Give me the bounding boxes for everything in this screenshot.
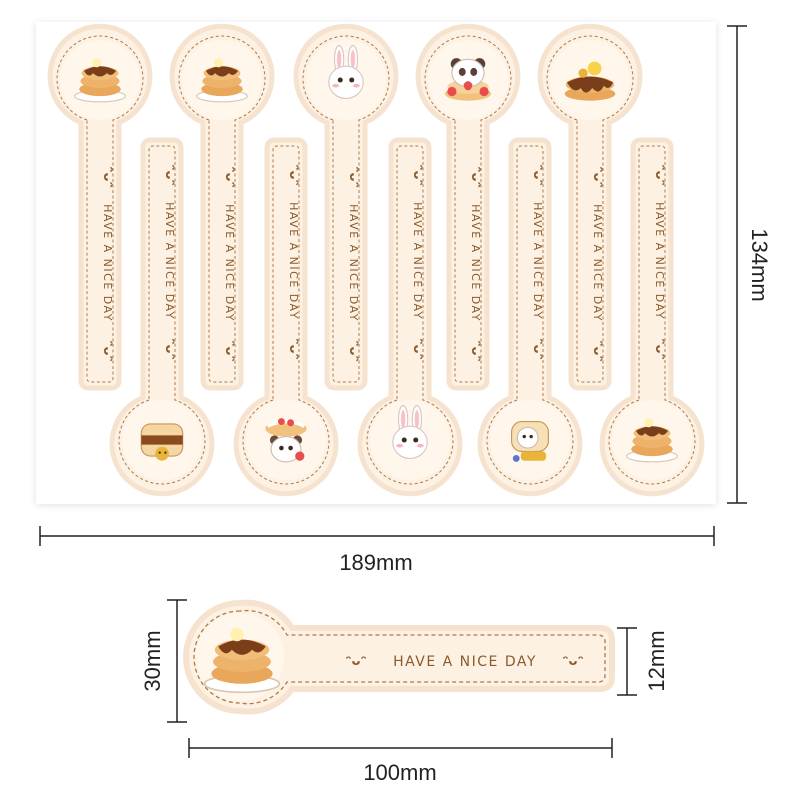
smile-icon: ᵔᴗᵔ: [100, 340, 115, 362]
sheet-sticker: HAVE A NICE DAY ᵔᴗᵔ ᵔᴗᵔ: [233, 137, 339, 497]
detail-sticker-text: HAVE A NICE DAY: [393, 654, 537, 670]
smile-icon: ᵔᴗᵔ: [345, 654, 367, 669]
detail-height-label: 30mm: [140, 630, 165, 691]
sheet-sticker-text: HAVE A NICE DAY: [223, 204, 236, 322]
smile-icon: ᵔᴗᵔ: [410, 338, 425, 360]
bread-bear-icon: [511, 421, 549, 463]
smile-icon: ᵔᴗᵔ: [468, 166, 483, 188]
smile-icon: ᵔᴗᵔ: [346, 340, 361, 362]
sheet-sticker: HAVE A NICE DAY ᵔᴗᵔ ᵔᴗᵔ: [537, 23, 643, 391]
detail-width-label: 100mm: [363, 760, 436, 785]
smile-icon: ᵔᴗᵔ: [590, 166, 605, 188]
smile-icon: ᵔᴗᵔ: [590, 340, 605, 362]
sheet-sticker: HAVE A NICE DAY ᵔᴗᵔ ᵔᴗᵔ: [415, 23, 521, 391]
smile-icon: ᵔᴗᵔ: [562, 654, 584, 669]
smile-icon: ᵔᴗᵔ: [286, 164, 301, 186]
sheet-sticker: HAVE A NICE DAY ᵔᴗᵔ ᵔᴗᵔ: [293, 23, 399, 391]
detail-sticker: ᵔᴗᵔ HAVE A NICE DAY ᵔᴗᵔ: [183, 599, 615, 715]
sheet-sticker: HAVE A NICE DAY ᵔᴗᵔ ᵔᴗᵔ: [169, 23, 275, 391]
sheet-height-dimension: [727, 25, 747, 504]
smile-icon: ᵔᴗᵔ: [530, 164, 545, 186]
sheet-sticker-text: HAVE A NICE DAY: [347, 204, 360, 322]
smile-icon: ᵔᴗᵔ: [162, 164, 177, 186]
sheet-sticker: HAVE A NICE DAY ᵔᴗᵔ ᵔᴗᵔ: [109, 137, 215, 497]
sheet-sticker: HAVE A NICE DAY ᵔᴗᵔ ᵔᴗᵔ: [599, 137, 705, 497]
sheet-sticker: HAVE A NICE DAY ᵔᴗᵔ ᵔᴗᵔ: [357, 137, 463, 497]
smile-icon: ᵔᴗᵔ: [410, 164, 425, 186]
smile-icon: ᵔᴗᵔ: [222, 340, 237, 362]
smile-icon: ᵔᴗᵔ: [652, 338, 667, 360]
sheet-sticker-text: HAVE A NICE DAY: [531, 202, 544, 320]
smile-icon: ᵔᴗᵔ: [162, 338, 177, 360]
sheet-sticker-text: HAVE A NICE DAY: [469, 204, 482, 322]
sheet-sticker-text: HAVE A NICE DAY: [411, 202, 424, 320]
detail-height-dimension: [167, 599, 187, 723]
smile-icon: ᵔᴗᵔ: [652, 164, 667, 186]
detail-band-label: 12mm: [644, 630, 669, 691]
smile-icon: ᵔᴗᵔ: [468, 340, 483, 362]
detail-width-dimension: [188, 738, 613, 758]
smile-icon: ᵔᴗᵔ: [530, 338, 545, 360]
sheet-sticker: HAVE A NICE DAY ᵔᴗᵔ ᵔᴗᵔ: [47, 23, 153, 391]
sheet-width-label: 189mm: [339, 550, 412, 575]
detail-band-dimension: [617, 627, 637, 696]
smile-icon: ᵔᴗᵔ: [222, 166, 237, 188]
sheet-sticker-text: HAVE A NICE DAY: [591, 204, 604, 322]
sheet-width-dimension: [39, 526, 715, 546]
sheet-sticker-text: HAVE A NICE DAY: [101, 204, 114, 322]
sheet-sticker-text: HAVE A NICE DAY: [653, 202, 666, 320]
smile-icon: ᵔᴗᵔ: [100, 166, 115, 188]
smile-icon: ᵔᴗᵔ: [286, 338, 301, 360]
toast-sloth-icon: [140, 423, 184, 462]
smile-icon: ᵔᴗᵔ: [346, 166, 361, 188]
sheet-sticker-text: HAVE A NICE DAY: [287, 202, 300, 320]
sheet-sticker: HAVE A NICE DAY ᵔᴗᵔ ᵔᴗᵔ: [477, 137, 583, 497]
sheet-sticker-text: HAVE A NICE DAY: [163, 202, 176, 320]
sheet-height-label: 134mm: [747, 228, 772, 301]
